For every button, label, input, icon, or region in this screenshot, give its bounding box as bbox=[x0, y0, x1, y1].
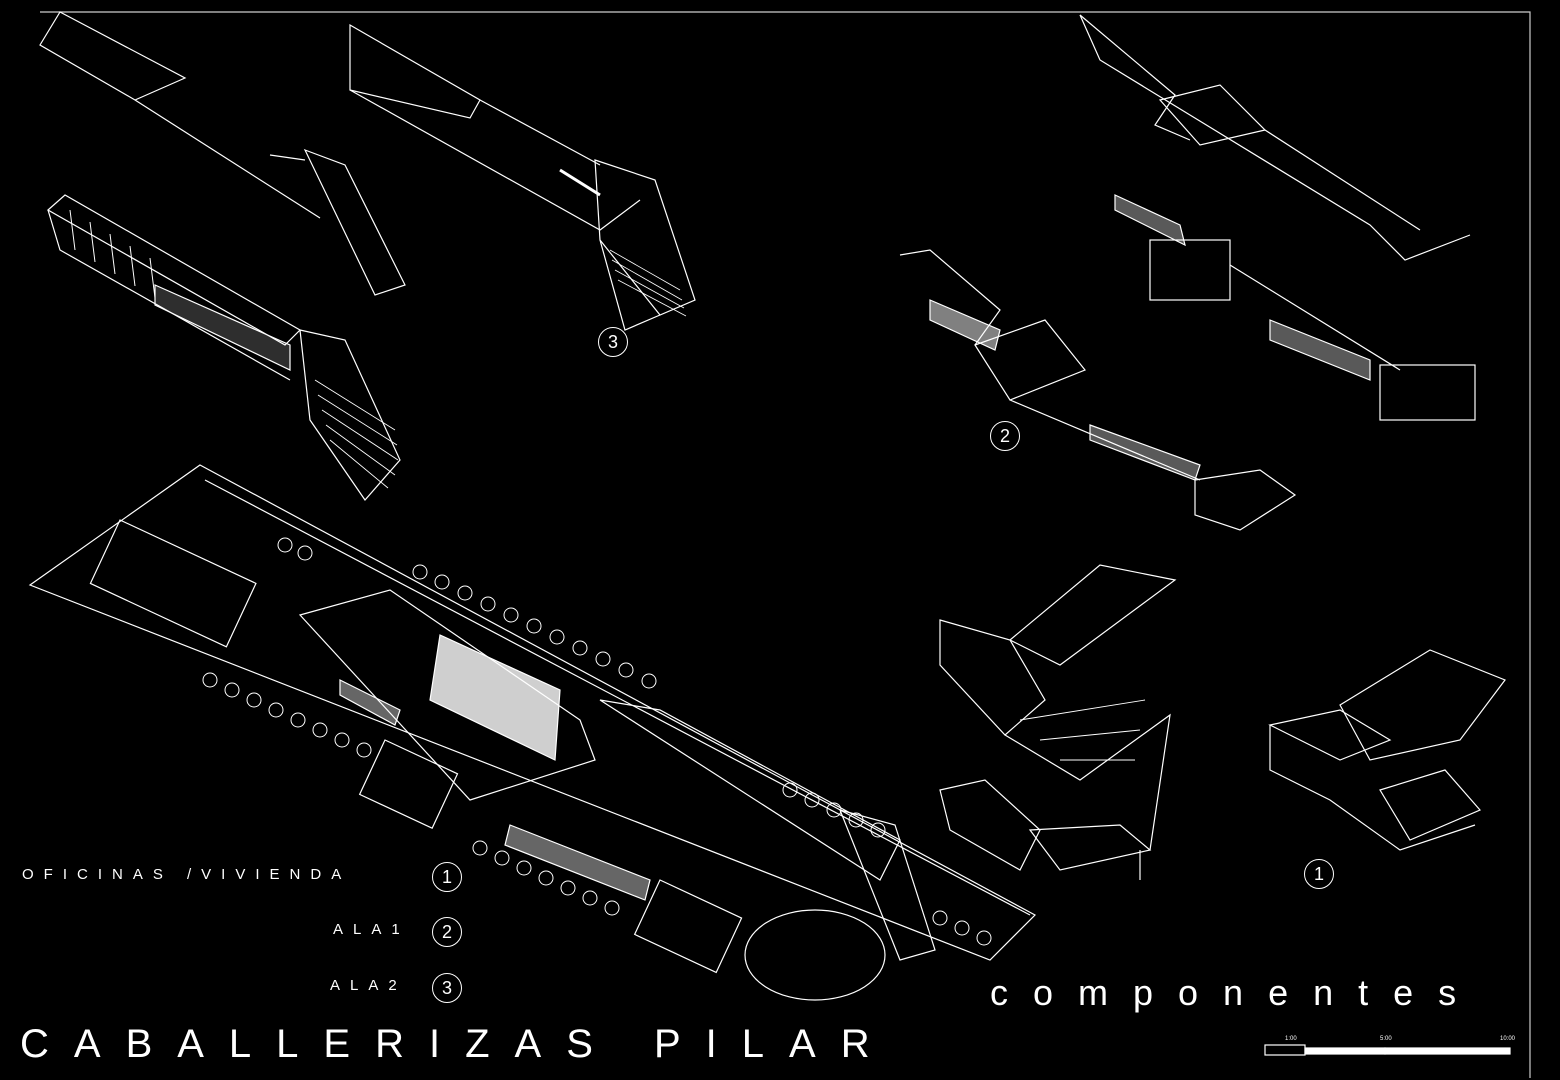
component-ala1-middle bbox=[899, 249, 1297, 531]
scale-tick-10: 10:00 bbox=[1500, 1036, 1516, 1042]
roof-plate-ala1 bbox=[39, 11, 406, 296]
legend-number-1: 1 bbox=[432, 862, 462, 892]
component-oficinas-exploded bbox=[939, 564, 1506, 880]
component-marker-1: 1 bbox=[1304, 859, 1334, 889]
page-title: CABALLERIZAS PILAR bbox=[20, 1022, 895, 1066]
subtitle: componentes bbox=[990, 972, 1482, 1013]
legend-label-ala1: ALA1 bbox=[333, 921, 410, 938]
legend-number-3: 3 bbox=[432, 973, 462, 1003]
component-marker-3: 3 bbox=[598, 327, 628, 357]
component-marker-2: 2 bbox=[990, 421, 1020, 451]
site-plan bbox=[28, 464, 1036, 1001]
scale-tick-1: 1:00 bbox=[1285, 1036, 1297, 1042]
scale-bar bbox=[1264, 1044, 1511, 1056]
scale-tick-5: 5:00 bbox=[1380, 1036, 1392, 1042]
legend-label-oficinas: OFICINAS /VIVIENDA bbox=[22, 866, 352, 883]
tree-rows bbox=[202, 537, 992, 946]
legend-number-2: 2 bbox=[432, 917, 462, 947]
sheet-frame bbox=[40, 11, 1531, 1078]
component-right-upper bbox=[1079, 14, 1476, 421]
legend-label-ala2: ALA2 bbox=[330, 977, 407, 994]
component-ala1-structure bbox=[46, 194, 401, 501]
component-ala2 bbox=[349, 23, 696, 331]
